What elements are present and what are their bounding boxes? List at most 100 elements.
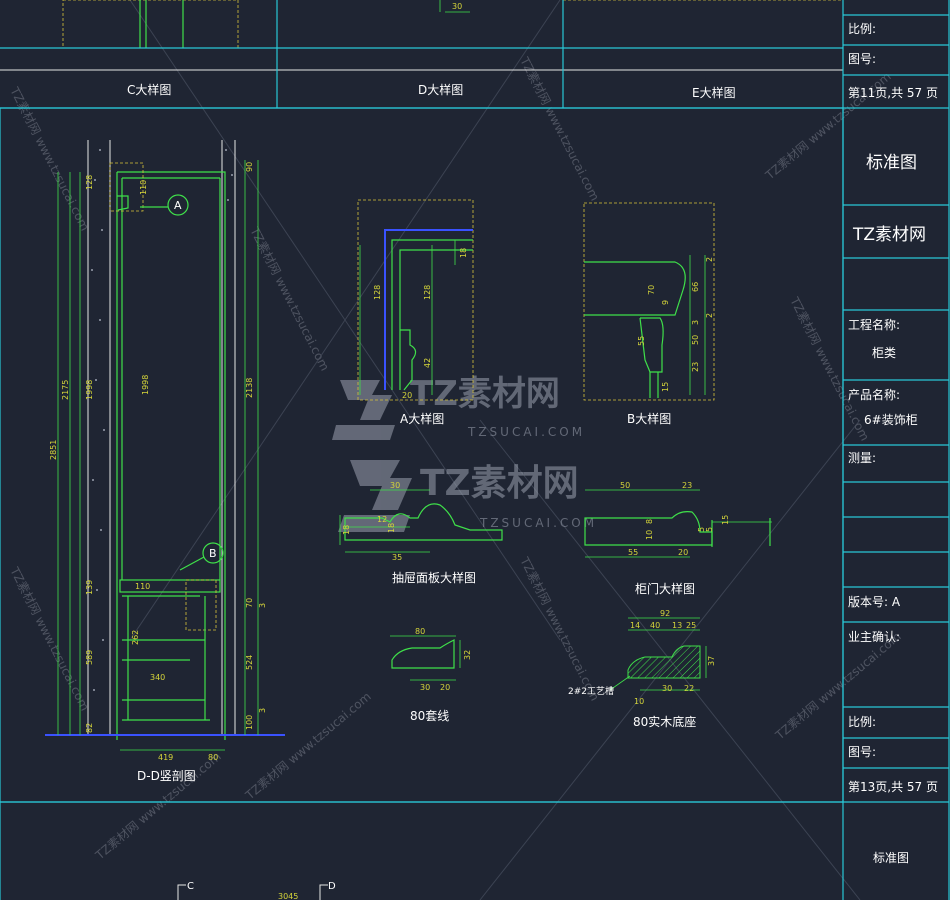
dd-dim-3-b: 3 <box>258 708 267 713</box>
drawer-dim-12: 12 <box>377 515 387 524</box>
base-dim-10: 10 <box>634 697 644 706</box>
watermark-diagonal-lines <box>129 0 861 900</box>
drawer-dim-30: 30 <box>390 481 400 490</box>
dd-dim-2175: 2175 <box>61 380 70 400</box>
door-dim-5a: 5 <box>697 527 706 532</box>
top-tb-drawing-no: 图号: <box>848 52 876 66</box>
top-label-c: C大样图 <box>127 82 171 97</box>
door-dim-15: 15 <box>721 515 730 525</box>
b-dim-66: 66 <box>691 282 700 292</box>
top-label-d: D大样图 <box>418 82 463 97</box>
drawer-dim-18-left: 18 <box>342 525 351 535</box>
tb-standard: 标准图 <box>866 153 917 173</box>
b-dim-70: 70 <box>647 285 656 295</box>
b-dim-9: 9 <box>661 300 670 305</box>
dd-dim-82: 82 <box>85 723 94 733</box>
base-dim-30: 30 <box>662 684 672 693</box>
drawer-dim-35: 35 <box>392 553 402 562</box>
tb-brand: TZ素材网 <box>852 225 926 245</box>
top-dim-30: 30 <box>452 2 462 11</box>
callout-bubble-b <box>202 542 224 564</box>
top-label-e: E大样图 <box>692 85 736 100</box>
watermark-logo-1: TZ素材网 TZSUCAI.COM <box>332 374 585 440</box>
dd-dim-524: 524 <box>245 655 254 670</box>
b-dim-2-mid: 2 <box>705 313 714 318</box>
drawer-dim-18-mid: 18 <box>387 523 396 533</box>
dd-dim-2851: 2851 <box>49 440 58 460</box>
detail-a: 18 128 128 42 20 A大样图 <box>357 199 474 426</box>
detail-a-title: A大样图 <box>400 411 444 426</box>
dd-dim-3-a: 3 <box>258 603 267 608</box>
casing-dim-20: 20 <box>440 683 450 692</box>
b-dim-15: 15 <box>661 382 670 392</box>
base-hatch-profile <box>627 645 701 679</box>
logo-url: TZSUCAI.COM <box>479 516 597 530</box>
dd-dim-419: 419 <box>158 753 173 762</box>
dd-dim-80: 80 <box>208 753 218 762</box>
tb-page: 第13页,共 57 页 <box>848 780 938 794</box>
base-dim-25: 25 <box>686 621 696 630</box>
base-dim-92: 92 <box>660 609 670 618</box>
detail-casing-80: 80 32 30 20 80套线 <box>390 627 472 723</box>
dd-dim-128: 128 <box>85 175 94 190</box>
door-dim-55: 55 <box>628 548 638 557</box>
base-dim-13: 13 <box>672 621 682 630</box>
tb-project-label: 工程名称: <box>848 317 900 332</box>
tb-drawing-no: 图号: <box>848 745 876 759</box>
top-tb-page: 第11页,共 57 页 <box>848 86 938 100</box>
door-dim-23: 23 <box>682 481 692 490</box>
logo-url: TZSUCAI.COM <box>467 425 585 439</box>
tb-survey-label: 测量: <box>848 451 876 465</box>
dd-dim-589: 589 <box>85 650 94 665</box>
casing-dim-30: 30 <box>420 683 430 692</box>
base-dim-14: 14 <box>630 621 640 630</box>
watermark-text-3: TZ素材网 www.tzsucai.com <box>517 54 602 203</box>
watermark-text-6: TZ素材网 www.tzsucai.com <box>517 554 602 703</box>
detail-drawer-panel: 30 18 12 18 35 抽屉面板大样图 <box>339 481 503 585</box>
sheet-frame <box>0 107 844 900</box>
dd-dim-340: 340 <box>150 673 165 682</box>
dd-dim-110-inner: 110 <box>135 582 150 591</box>
logo-brand: TZ素材网 <box>420 463 579 504</box>
dd-dim-262: 262 <box>131 630 140 645</box>
title-block: 比例: 图号: 第11页,共 57 页 标准图 TZ素材网 工程名称: 柜类 产… <box>842 0 950 900</box>
callout-b-label: B <box>209 547 217 560</box>
logo-mark-icon <box>332 380 395 440</box>
b-dim-55: 55 <box>637 336 646 346</box>
logo-mark-icon <box>338 460 412 532</box>
base-dim-22: 22 <box>684 684 694 693</box>
bottom-mark-c: C <box>187 881 194 892</box>
tb-product-label: 产品名称: <box>848 387 900 402</box>
dd-dim-2138: 2138 <box>245 378 254 398</box>
cabinet-door-title: 柜门大样图 <box>635 581 695 596</box>
tb-project-value: 柜类 <box>872 346 896 360</box>
detail-cabinet-door: 50 23 10 8 5 5 15 55 20 柜门大样图 <box>584 481 772 596</box>
watermark-text-5: TZ素材网 www.tzsucai.com <box>7 564 92 713</box>
door-dim-50: 50 <box>620 481 630 490</box>
section-dd: 128 2175 1998 2851 139 589 82 1998 110 9… <box>45 140 285 783</box>
dd-dim-1998: 1998 <box>85 380 94 400</box>
watermark-text-2: TZ素材网 www.tzsucai.com <box>247 224 332 373</box>
door-dim-10: 10 <box>645 530 654 540</box>
dd-dim-70: 70 <box>245 598 254 608</box>
casing-dim-32: 32 <box>463 650 472 660</box>
a-dim-18: 18 <box>459 248 468 258</box>
b-dim-3: 3 <box>691 320 700 325</box>
b-dim-23: 23 <box>691 362 700 372</box>
tb-product-value: 6#装饰柜 <box>864 413 918 427</box>
detail-base-80: 92 14 40 13 25 37 30 22 10 2#2工艺槽 80实木底座 <box>568 609 716 729</box>
dd-dim-110-top: 110 <box>139 180 148 195</box>
b-dim-50: 50 <box>691 335 700 345</box>
bottom-dim-3045: 3045 <box>278 892 298 900</box>
base-dim-37: 37 <box>707 656 716 666</box>
section-dd-title: D-D竖剖图 <box>137 769 196 783</box>
watermark-text-1: TZ素材网 www.tzsucai.com <box>7 84 92 233</box>
watermark-logo-2: TZ素材网 TZSUCAI.COM <box>338 460 597 532</box>
tb-owner-confirm: 业主确认: <box>848 630 900 644</box>
b-dim-2-top: 2 <box>705 257 714 262</box>
door-dim-8: 8 <box>645 519 654 524</box>
dd-dim-90: 90 <box>245 162 254 172</box>
bottom-tb-standard: 标准图 <box>873 851 909 865</box>
casing-dim-80: 80 <box>415 627 425 636</box>
a-dim-128-left: 128 <box>373 285 382 300</box>
